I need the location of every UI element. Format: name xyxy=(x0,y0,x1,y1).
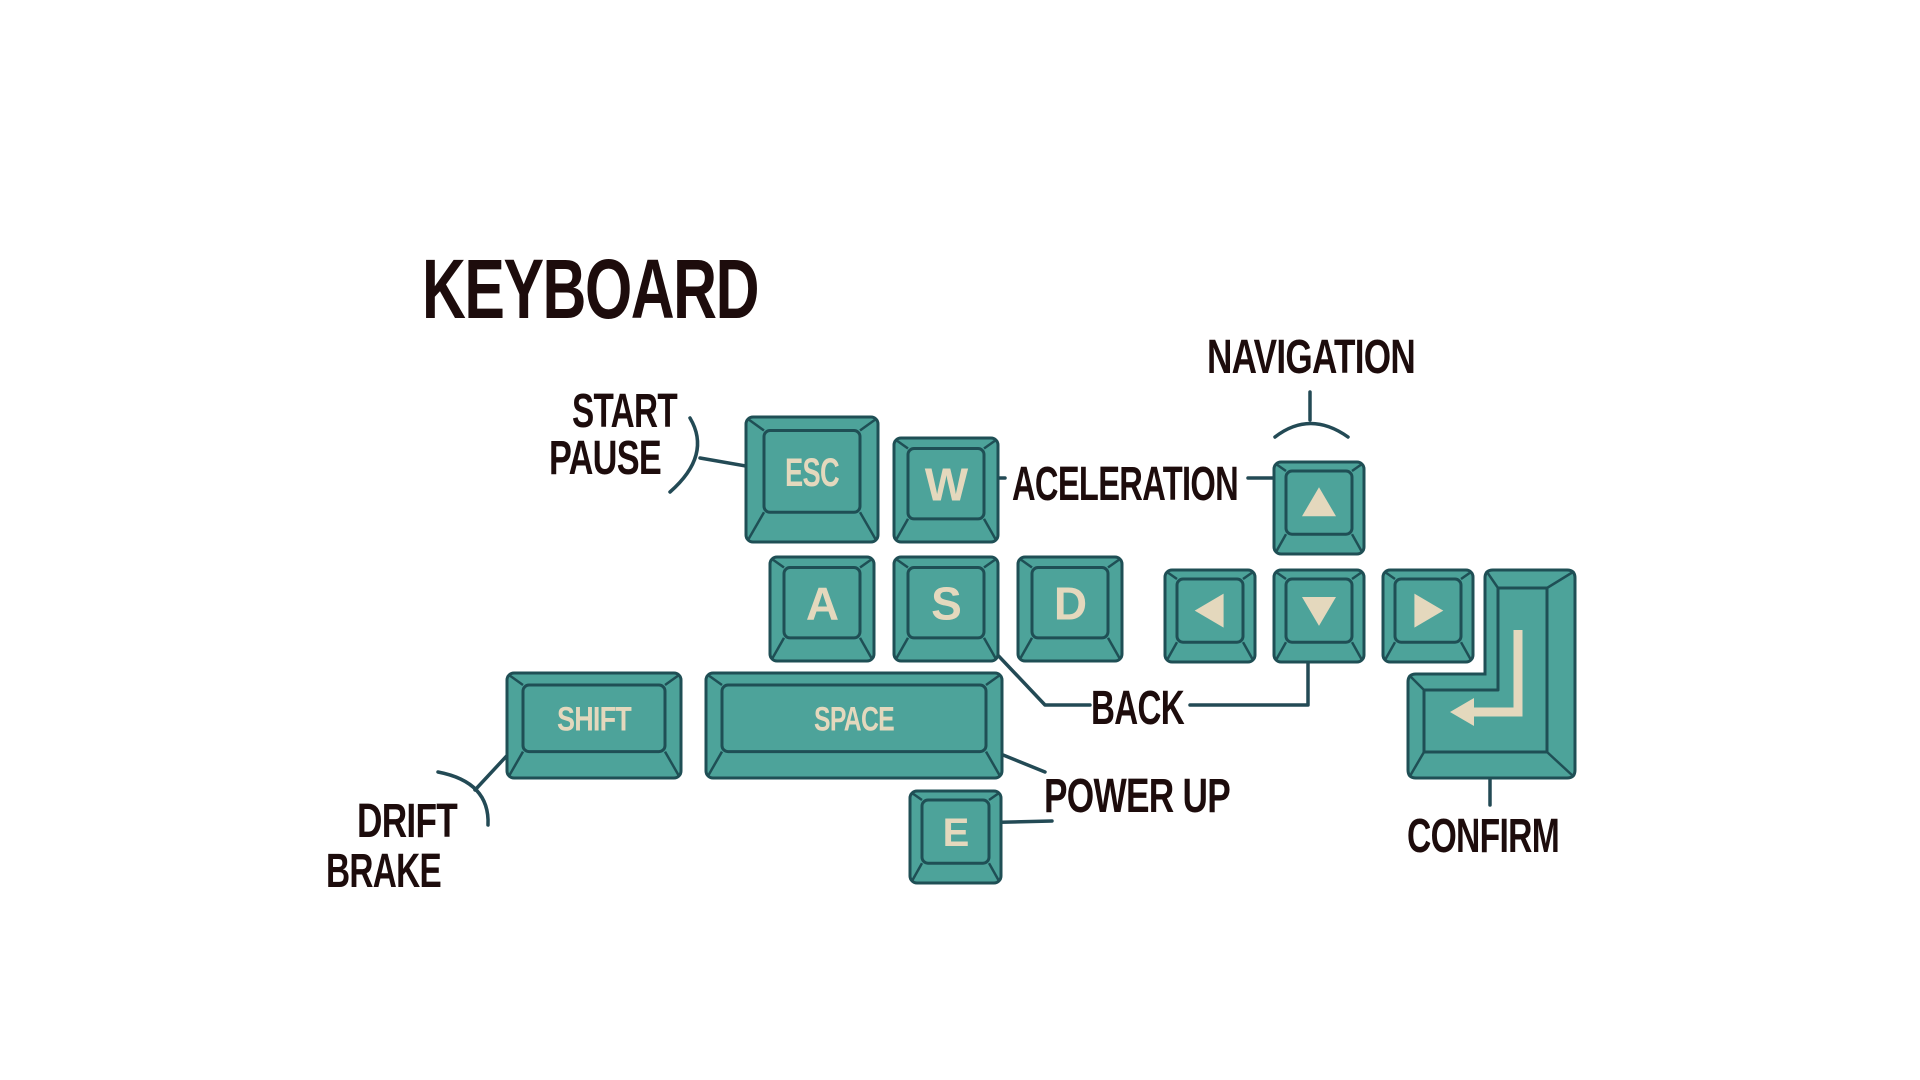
arrow-up-icon xyxy=(1302,487,1336,517)
key-shift[interactable]: SHIFT xyxy=(505,671,683,780)
page-title: KEYBOARD xyxy=(422,242,758,336)
bracket-start-pause xyxy=(668,416,700,494)
key-e-legend: E xyxy=(943,811,969,855)
key-w-legend: W xyxy=(925,458,969,510)
key-arrow-right[interactable] xyxy=(1381,568,1475,664)
key-d[interactable]: D xyxy=(1016,555,1124,663)
key-arrow-down[interactable] xyxy=(1272,568,1366,664)
key-s[interactable]: S xyxy=(892,555,1000,663)
key-space-legend: SPACE xyxy=(814,701,894,739)
key-d-legend: D xyxy=(1054,577,1086,629)
label-pause: PAUSE xyxy=(549,432,661,485)
bracket-navigation xyxy=(1273,390,1350,439)
bracket-drift-brake xyxy=(436,770,490,827)
key-w[interactable]: W xyxy=(892,436,1000,544)
key-e[interactable]: E xyxy=(908,789,1003,885)
arrow-right-icon xyxy=(1414,593,1444,628)
key-arrow-up[interactable] xyxy=(1272,460,1366,556)
label-drift: DRIFT xyxy=(357,795,457,848)
label-power-up: POWER UP xyxy=(1044,770,1230,823)
key-esc[interactable]: ESC xyxy=(744,415,880,544)
key-enter[interactable] xyxy=(1406,568,1577,780)
key-space[interactable]: SPACE xyxy=(704,671,1004,780)
label-navigation: NAVIGATION xyxy=(1207,331,1415,384)
keycaps: ESC W A S D SHIFT SPACE E xyxy=(505,415,1577,885)
key-esc-legend: ESC xyxy=(785,451,839,495)
key-s-legend: S xyxy=(931,577,961,629)
label-acceleration: ACELERATION xyxy=(1012,458,1238,511)
key-a[interactable]: A xyxy=(768,555,876,663)
key-arrow-left[interactable] xyxy=(1163,568,1257,664)
label-confirm: CONFIRM xyxy=(1407,810,1559,863)
enter-icon xyxy=(1450,630,1523,726)
arrow-left-icon xyxy=(1194,593,1224,628)
arrow-down-icon xyxy=(1302,597,1336,626)
key-shift-legend: SHIFT xyxy=(557,701,632,739)
control-labels: START PAUSE ACELERATION NAVIGATION BACK … xyxy=(326,331,1560,898)
label-start: START xyxy=(572,385,677,438)
label-back: BACK xyxy=(1091,682,1185,735)
key-a-legend: A xyxy=(806,577,838,629)
label-brake: BRAKE xyxy=(326,845,441,898)
